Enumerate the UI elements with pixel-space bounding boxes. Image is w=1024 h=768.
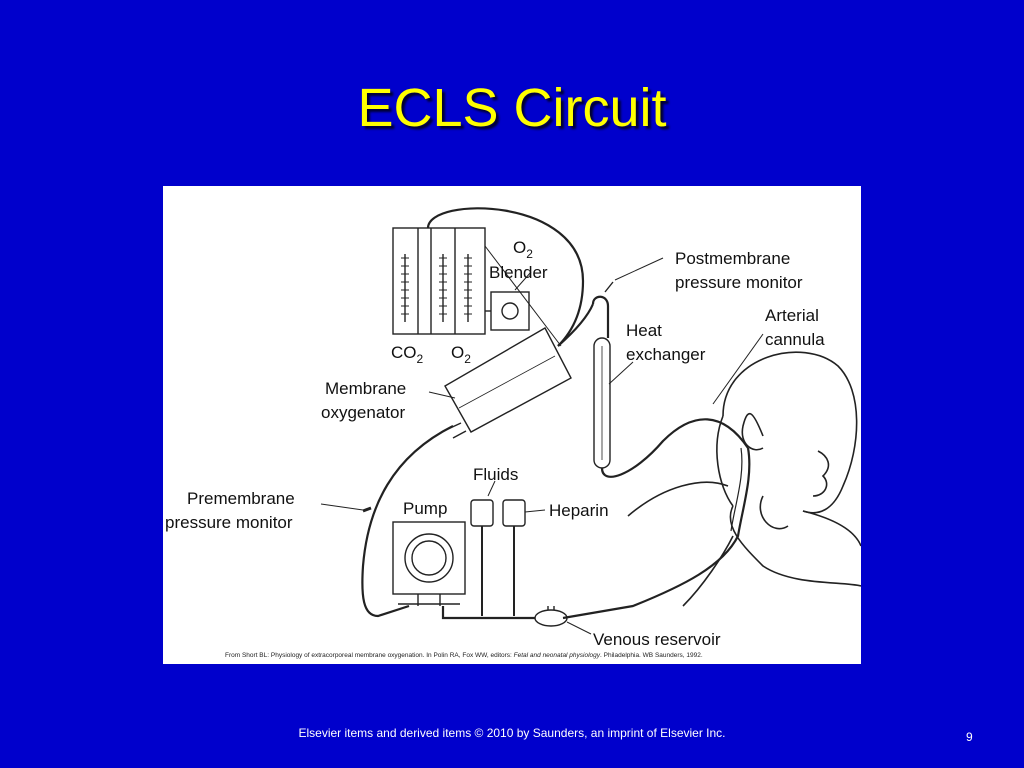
o2-blender-label: O2 xyxy=(513,238,533,261)
membrane-oxygenator-label-line2: oxygenator xyxy=(321,403,405,422)
o2-blender xyxy=(485,271,532,331)
arterial-label-line1: Arterial xyxy=(765,306,819,325)
roller-pump xyxy=(392,521,466,606)
fluids-bag xyxy=(470,480,496,616)
o2-label: O2 xyxy=(451,343,471,366)
footer-text: Elsevier items and derived items © 2010 … xyxy=(298,726,726,740)
figure-caption: From Short BL: Physiology of extracorpor… xyxy=(225,652,703,659)
heat-exchanger-label-line2: exchanger xyxy=(626,345,706,364)
venous-reservoir-label: Venous reservoir xyxy=(593,630,721,649)
gas-flowmeter-panel xyxy=(392,227,486,335)
membrane-oxygenator xyxy=(444,327,572,439)
membrane-oxygenator-label-line1: Membrane xyxy=(325,379,406,398)
postmembrane-label-line1: Postmembrane xyxy=(675,249,790,268)
blender-label: Blender xyxy=(489,263,548,282)
page-number: 9 xyxy=(966,730,973,744)
premembrane-label-line2: pressure monitor xyxy=(165,513,293,532)
venous-reservoir xyxy=(534,606,592,635)
slide-title: ECLS Circuit xyxy=(357,78,667,138)
arterial-label-line2: cannula xyxy=(765,330,825,349)
diagram-drawing: O2 Blender Postmembrane pressure monitor… xyxy=(165,207,861,649)
co2-label: CO2 xyxy=(391,343,424,366)
fluids-label: Fluids xyxy=(473,465,518,484)
heat-exchanger-label-line1: Heat xyxy=(626,321,662,340)
ecls-circuit-diagram: O2 Blender Postmembrane pressure monitor… xyxy=(163,186,861,664)
heparin-label: Heparin xyxy=(549,501,609,520)
premembrane-label-line1: Premembrane xyxy=(187,489,295,508)
pump-label: Pump xyxy=(403,499,447,518)
infant-patient xyxy=(627,351,861,607)
heparin-bag xyxy=(502,499,546,616)
postmembrane-label-line2: pressure monitor xyxy=(675,273,803,292)
